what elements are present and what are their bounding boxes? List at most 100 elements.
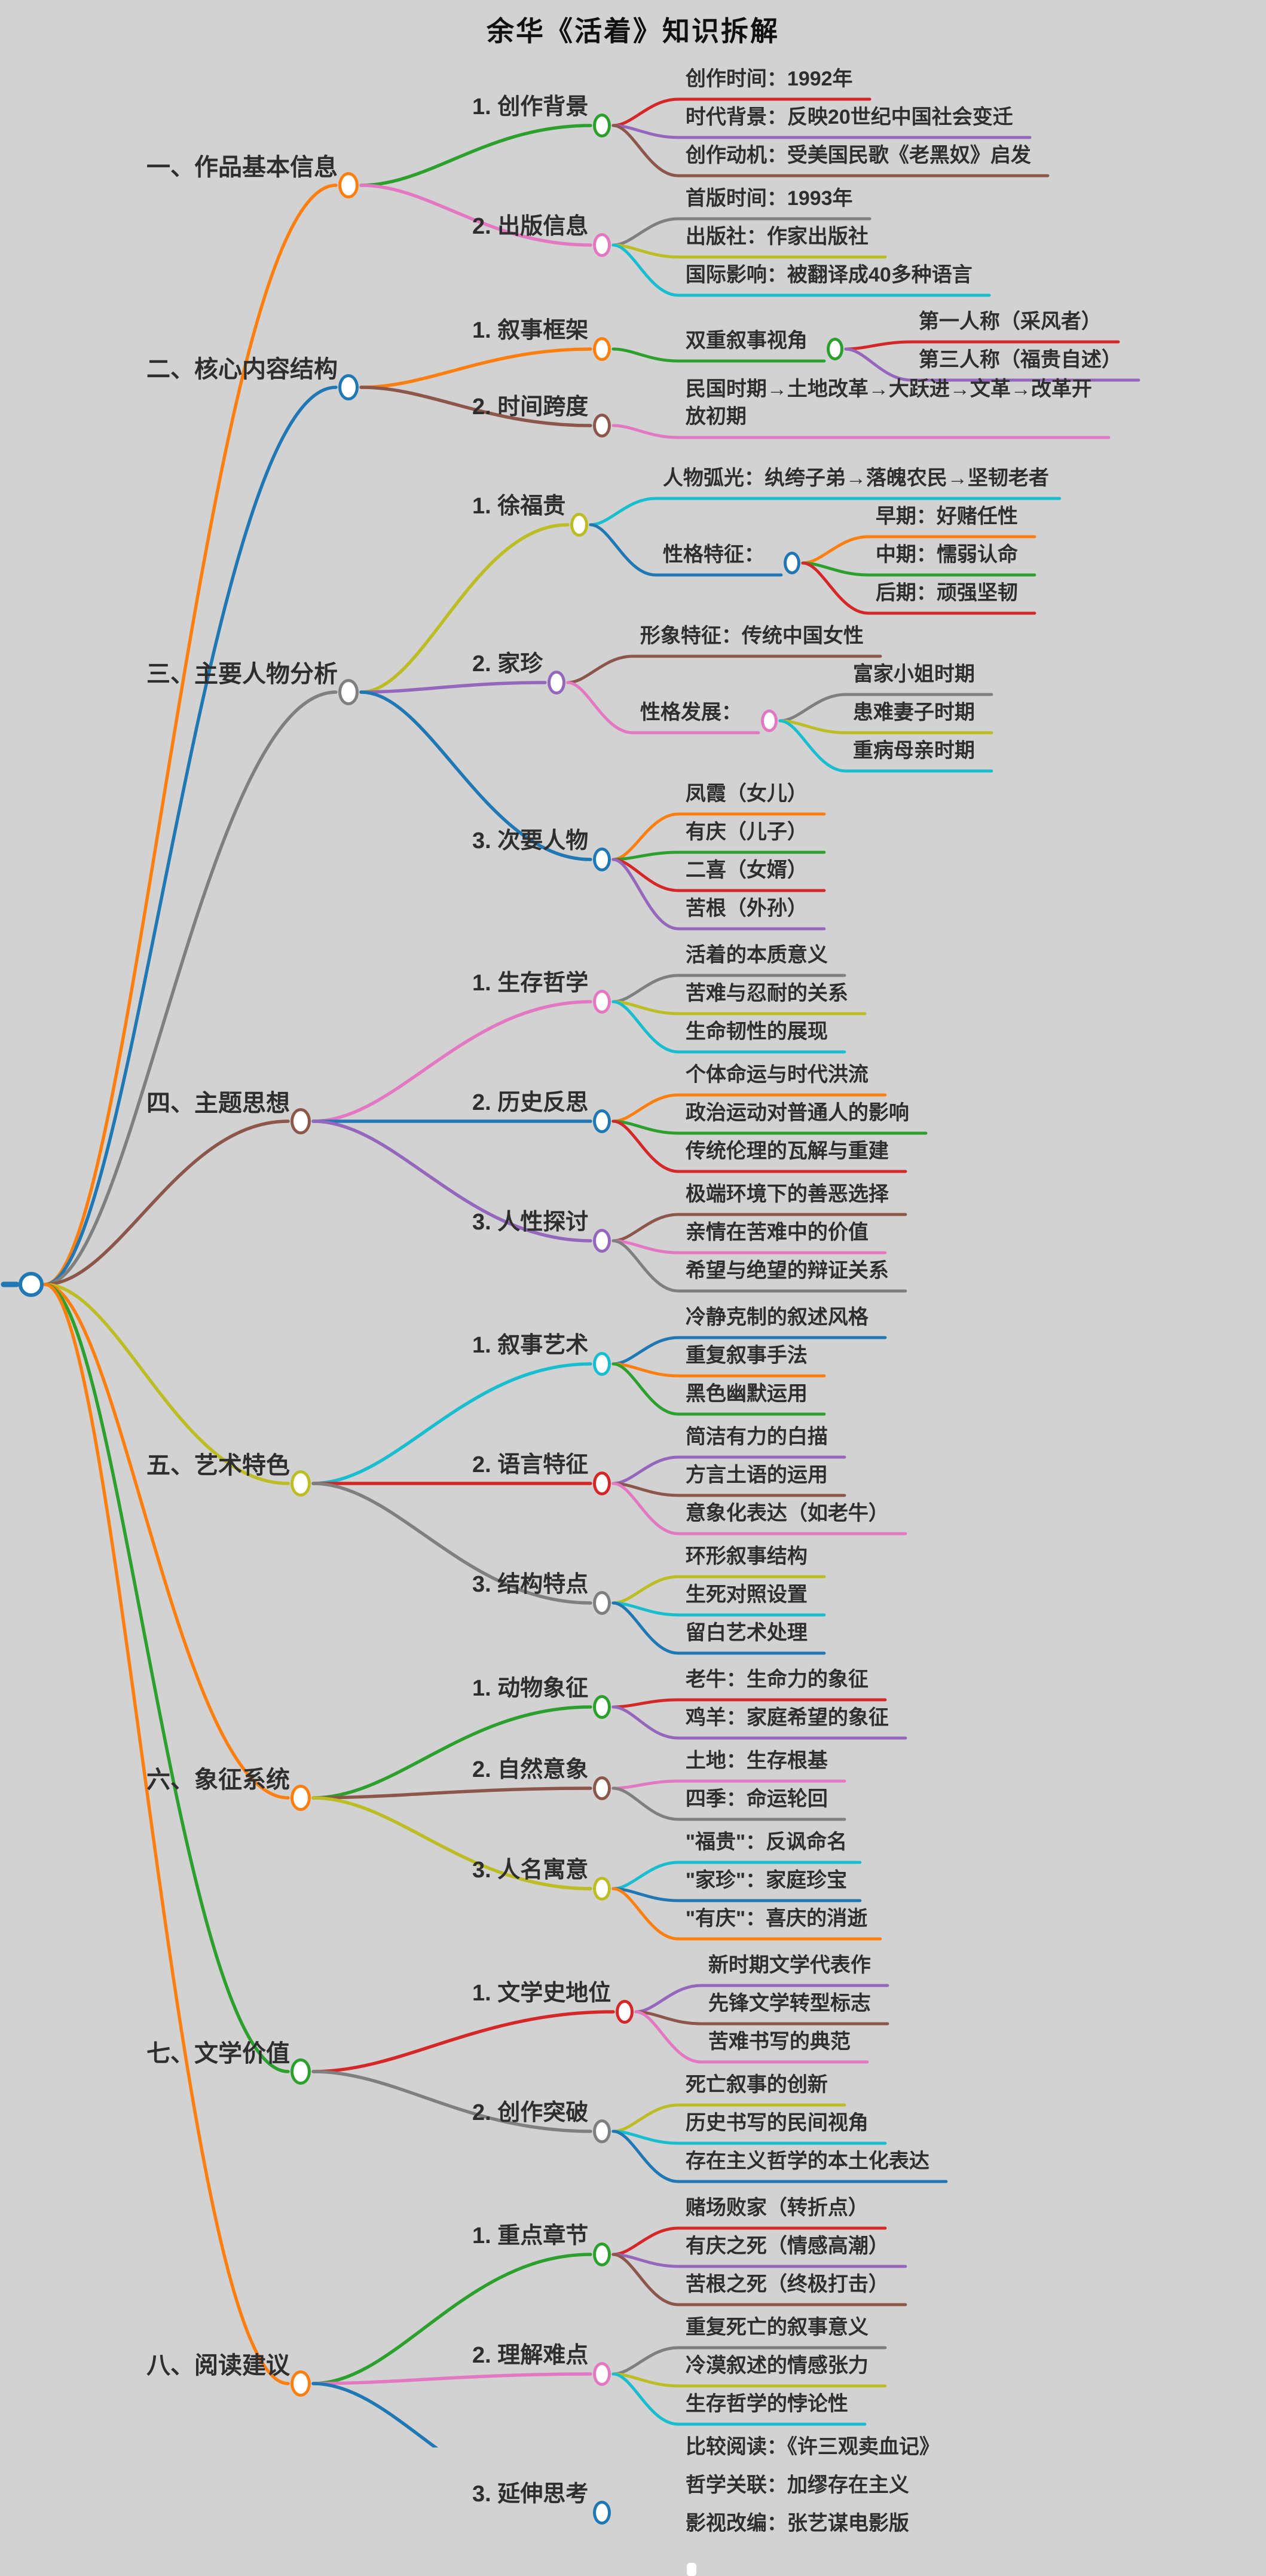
mindmap-node[interactable] (592, 1109, 611, 1133)
mindmap-node-label[interactable]: 形象特征：传统中国女性 (640, 625, 864, 647)
mindmap-node-label[interactable]: 意象化表达（如老牛） (685, 1502, 889, 1525)
mindmap-node[interactable] (592, 233, 611, 257)
mindmap-node-label[interactable]: 活着的本质意义 (685, 944, 828, 966)
mindmap-node-label[interactable]: 历史书写的民间视角 (685, 2112, 869, 2134)
mindmap-node-label[interactable]: 方言土语的运用 (685, 1464, 828, 1486)
mindmap-node[interactable] (592, 2362, 611, 2386)
mindmap-node-label[interactable]: 性格发展： (640, 701, 742, 724)
mindmap-node-label[interactable]: 有庆（儿子） (685, 821, 808, 843)
mindmap-node-label[interactable]: 民国时期→土地改革→大跃进→文革→改革开放初期 (685, 378, 1092, 428)
mindmap-node-label[interactable]: 极端环境下的善恶选择 (685, 1183, 889, 1206)
mindmap-node[interactable] (592, 1776, 611, 1800)
mindmap-node-label[interactable]: 生死对照设置 (685, 1583, 808, 1606)
mindmap-node[interactable] (547, 671, 565, 695)
mindmap-node-label[interactable]: 二、核心内容结构 (146, 356, 338, 383)
mindmap-node[interactable] (290, 1785, 311, 1811)
mindmap-node-label[interactable]: 3. 人名寓意 (472, 1858, 589, 1883)
mindmap-node-label[interactable]: 六、象征系统 (146, 1767, 290, 1793)
mindmap-node[interactable] (783, 552, 800, 574)
mindmap-node[interactable] (592, 1471, 611, 1495)
mindmap-node[interactable] (592, 2242, 611, 2266)
mindmap-node-label[interactable]: 死亡叙事的创新 (685, 2073, 828, 2096)
mindmap-node[interactable] (592, 337, 611, 361)
mindmap-node-label[interactable]: 2. 历史反思 (472, 1090, 589, 1115)
mindmap-node-label[interactable]: 2. 创作突破 (472, 2100, 589, 2125)
mindmap-node[interactable] (615, 2000, 634, 2024)
mindmap-node-label[interactable]: 苦根之死（终极打击） (685, 2273, 889, 2296)
empty-leaf-placeholder[interactable] (686, 2563, 696, 2576)
mindmap-node-label[interactable]: 1. 重点章节 (472, 2223, 589, 2248)
mindmap-node-label[interactable]: 个体命运与时代洪流 (685, 1063, 869, 1086)
mindmap-node-label[interactable]: 创作动机：受美国民歌《老黑奴》启发 (685, 144, 1031, 167)
mindmap-node[interactable] (592, 114, 611, 137)
mindmap-node-label[interactable]: 五、艺术特色 (146, 1452, 290, 1479)
mindmap-node[interactable] (592, 990, 611, 1014)
mindmap-node[interactable] (290, 1108, 311, 1134)
mindmap-node[interactable] (760, 709, 778, 732)
mindmap-node-label[interactable]: 首版时间：1993年 (685, 187, 853, 210)
mindmap-node-label[interactable]: 苦难与忍耐的关系 (685, 982, 848, 1005)
mindmap-node-label[interactable]: 亲情在苦难中的价值 (685, 1221, 869, 1244)
mindmap-node-label[interactable]: 赌场败家（转折点） (685, 2196, 869, 2219)
mindmap-node[interactable] (592, 1229, 611, 1253)
mindmap-node[interactable] (338, 172, 359, 198)
mindmap-node-label[interactable]: 有庆之死（情感高潮） (685, 2235, 889, 2257)
mindmap-node-label[interactable]: 1. 叙事艺术 (472, 1333, 589, 1358)
mindmap-node-label[interactable]: 四季：命运轮回 (685, 1788, 828, 1810)
mindmap-node-label[interactable]: 创作时间：1992年 (685, 68, 853, 90)
mindmap-node-label[interactable]: 1. 动物象征 (472, 1676, 589, 1701)
mindmap-node-label[interactable]: 冷静克制的叙述风格 (685, 1306, 869, 1329)
mindmap-node-label[interactable]: 新时期文学代表作 (708, 1954, 871, 1977)
mindmap-node-label[interactable]: 先锋文学转型标志 (708, 1992, 871, 2015)
mindmap-node[interactable] (592, 1352, 611, 1376)
mindmap-node-label[interactable]: 重复叙事手法 (685, 1344, 808, 1367)
mindmap-node[interactable] (592, 848, 611, 871)
mindmap-node-label[interactable]: 一、作品基本信息 (146, 154, 338, 180)
mindmap-node-label[interactable]: 重病母亲时期 (852, 739, 975, 762)
mindmap-node-label[interactable]: 七、文学价值 (146, 2040, 290, 2067)
mindmap-node-label[interactable]: 鸡羊：家庭希望的象征 (685, 1706, 889, 1729)
mindmap-root-node[interactable] (19, 1272, 44, 1297)
mindmap-node[interactable] (290, 1470, 311, 1497)
mindmap-node-label[interactable]: 苦根（外孙） (685, 897, 808, 920)
mindmap-node-label[interactable]: 老牛：生命力的象征 (685, 1668, 869, 1691)
mindmap-node-label[interactable]: 1. 创作背景 (472, 94, 589, 120)
mindmap-node-label[interactable]: 2. 时间跨度 (472, 394, 589, 420)
mindmap-node-label[interactable]: 简洁有力的白描 (685, 1425, 828, 1448)
mindmap-node-label[interactable]: 1. 文学史地位 (472, 1981, 611, 2006)
mindmap-node[interactable] (592, 2501, 611, 2525)
mindmap-node[interactable] (338, 679, 359, 705)
mindmap-node-label[interactable]: 八、阅读建议 (146, 2352, 290, 2379)
mindmap-node-label[interactable]: "福贵"：反讽命名 (685, 1831, 848, 1853)
mindmap-node-label[interactable]: 2. 语言特征 (472, 1452, 589, 1477)
mindmap-node-label[interactable]: 3. 延伸思考 (472, 2482, 589, 2507)
mindmap-node-label[interactable]: 出版社：作家出版社 (685, 225, 869, 248)
mindmap-node-label[interactable]: 第一人称（采风者） (918, 310, 1102, 333)
mindmap-node-label[interactable]: 1. 叙事框架 (472, 318, 589, 343)
mindmap-node-label[interactable]: 患难妻子时期 (852, 701, 975, 724)
mindmap-node-label[interactable]: 存在主义哲学的本土化表达 (685, 2150, 929, 2173)
mindmap-node-label[interactable]: 后期：顽强坚韧 (875, 582, 1018, 604)
mindmap-node-label[interactable]: 2. 出版信息 (472, 214, 589, 239)
mindmap-node-label[interactable]: 比较阅读：《许三观卖血记》 (685, 2436, 940, 2458)
mindmap-node-label[interactable]: 三、主要人物分析 (146, 661, 338, 687)
mindmap-node-label[interactable]: 早期：好赌任性 (875, 505, 1018, 528)
mindmap-node-label[interactable]: 双重叙事视角 (685, 329, 808, 352)
mindmap-node[interactable] (290, 2370, 311, 2397)
mindmap-node-label[interactable]: 传统伦理的瓦解与重建 (685, 1140, 889, 1162)
mindmap-node[interactable] (592, 1591, 611, 1615)
mindmap-node-label[interactable]: 1. 生存哲学 (472, 971, 589, 996)
mindmap-node[interactable] (826, 338, 843, 360)
mindmap-node-label[interactable]: 重复死亡的叙事意义 (685, 2316, 869, 2339)
mindmap-node-label[interactable]: 2. 理解难点 (472, 2343, 589, 2368)
mindmap-node-label[interactable]: 黑色幽默运用 (685, 1382, 808, 1405)
mindmap-node[interactable] (592, 414, 611, 438)
mindmap-node-label[interactable]: 凤霞（女儿） (685, 782, 808, 805)
mindmap-node-label[interactable]: 2. 家珍 (472, 651, 543, 677)
mindmap-node-label[interactable]: 性格特征： (662, 543, 765, 566)
mindmap-node-label[interactable]: 政治运动对普通人的影响 (685, 1102, 909, 1124)
mindmap-node-label[interactable]: 时代背景：反映20世纪中国社会变迁 (685, 106, 1013, 129)
mindmap-node-label[interactable]: 四、主题思想 (146, 1090, 290, 1116)
mindmap-node-label[interactable]: 2. 自然意象 (472, 1757, 589, 1782)
mindmap-node-label[interactable]: 第三人称（福贵自述） (918, 348, 1122, 371)
